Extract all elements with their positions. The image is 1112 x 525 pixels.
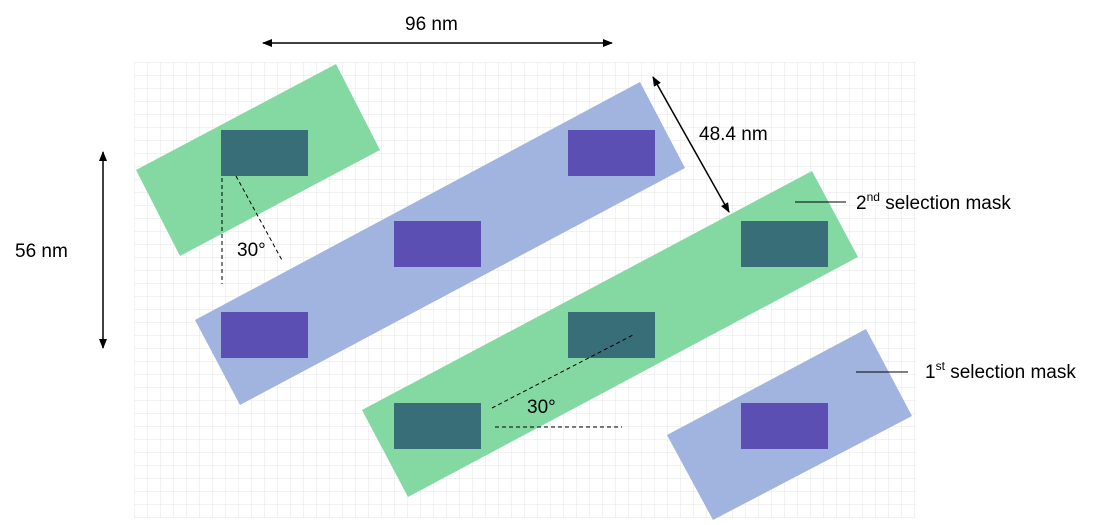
vertical-pitch-label: 56 nm bbox=[15, 241, 68, 262]
via-second-mask bbox=[221, 130, 308, 176]
via-first-mask bbox=[568, 130, 655, 176]
lower-angle-label: 30° bbox=[527, 397, 556, 418]
via-second-mask bbox=[741, 221, 828, 267]
horizontal-pitch-label: 96 nm bbox=[405, 14, 458, 35]
upper-angle-label: 30° bbox=[237, 240, 266, 261]
via-first-mask bbox=[221, 312, 308, 358]
via-first-mask bbox=[394, 221, 481, 267]
first-selection-mask-label: 1st selection mask bbox=[925, 359, 1076, 383]
angle-guide-slanted bbox=[235, 175, 284, 263]
via-second-mask bbox=[568, 312, 655, 358]
angle-guide-diagonal bbox=[491, 334, 634, 409]
stripe-pitch-label: 48.4 nm bbox=[699, 124, 768, 145]
via-first-mask bbox=[741, 403, 828, 449]
stripe-pitch-arrow bbox=[652, 76, 730, 213]
via-second-mask bbox=[394, 403, 481, 449]
second-selection-mask-label: 2nd selection mask bbox=[856, 190, 1011, 214]
